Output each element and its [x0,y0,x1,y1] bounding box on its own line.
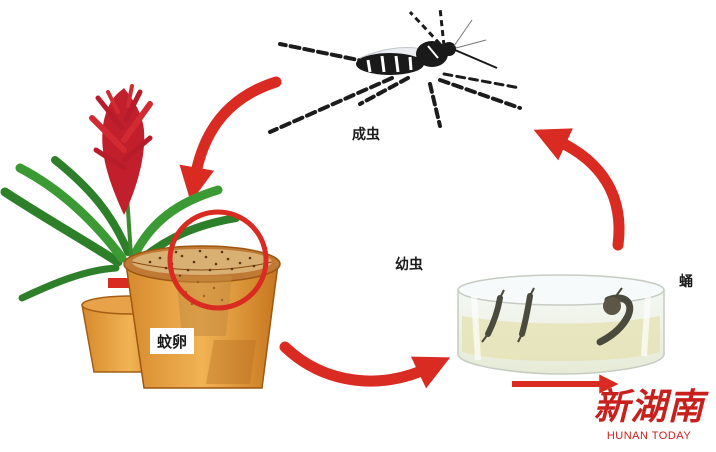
watermark-english: HUNAN TODAY [606,430,692,442]
label-egg: 蚊卵 [150,328,195,354]
watermark-logo: 新湖南 HUNAN TODAY [590,378,708,448]
watermark-chinese: 新湖南 [593,386,705,428]
mosquito-icon [268,7,522,134]
arrow-pupa-to-adult [533,128,625,251]
plant-icon [0,84,240,302]
egg-highlight-circle [167,209,269,311]
pupa-icon [596,287,634,346]
flower-pot-icon [123,245,281,389]
arrow-egg-to-larva [279,341,451,389]
cycle-arrows [108,76,625,394]
water-dish-icon [457,274,665,375]
arrow-adult-to-egg [179,76,282,203]
larva-icon [481,287,535,343]
label-larva: 幼虫 [395,257,423,273]
label-adult: 成虫 [352,127,380,143]
label-pupa: 蛹 [679,274,693,290]
